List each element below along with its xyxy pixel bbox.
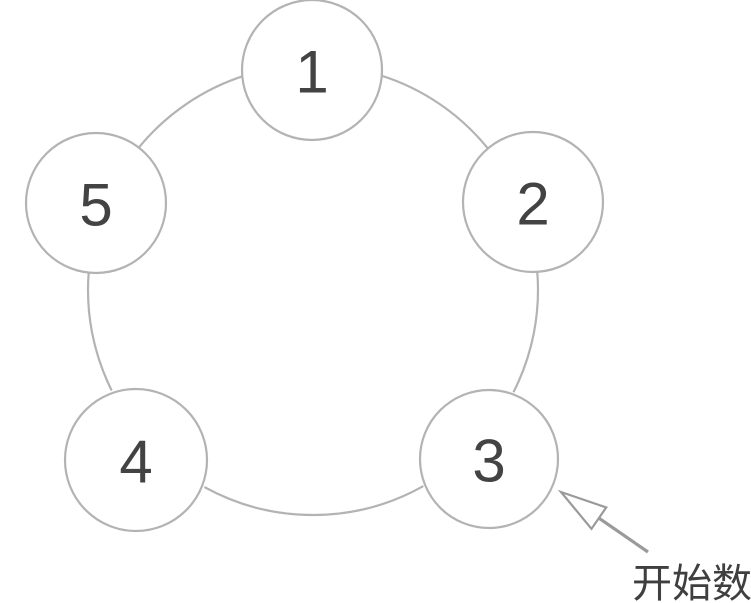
edge-2-3 [512, 271, 540, 393]
node-5[interactable]: 5 [24, 131, 168, 275]
node-2-circle[interactable] [461, 130, 605, 274]
node-3[interactable]: 3 [418, 388, 560, 530]
node-3-circle[interactable] [418, 388, 560, 530]
start-annotation-label: 开始数 [632, 561, 751, 603]
edge-3-4 [204, 485, 424, 517]
start-annotation-arrow [557, 489, 649, 554]
node-1-circle[interactable] [240, 0, 384, 142]
node-2-label: 2 [516, 171, 549, 238]
arrow-shaft [593, 513, 649, 554]
node-5-circle[interactable] [24, 131, 168, 275]
node-4-label: 4 [119, 429, 152, 496]
node-5-label: 5 [79, 172, 112, 239]
edge-4-5 [86, 271, 113, 391]
node-4-circle[interactable] [63, 387, 209, 533]
arrow-head-icon [557, 489, 608, 531]
nodes-group: 1 2 3 4 5 [24, 0, 605, 533]
node-1-label: 1 [295, 39, 328, 106]
edge-1-2 [377, 73, 489, 150]
node-1[interactable]: 1 [240, 0, 384, 142]
node-3-label: 3 [472, 428, 505, 495]
edge-5-1 [137, 74, 247, 150]
node-2[interactable]: 2 [461, 130, 605, 274]
ring-edges-group [86, 73, 540, 517]
node-4[interactable]: 4 [63, 387, 209, 533]
